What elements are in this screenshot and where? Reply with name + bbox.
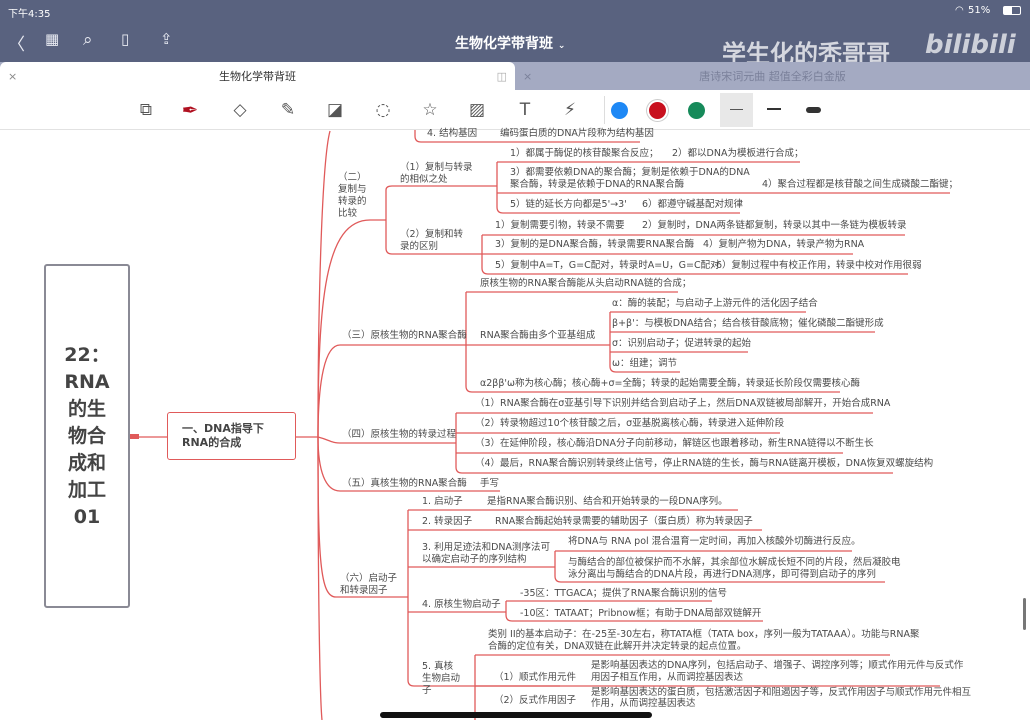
drawing-toolbar: ⧉ ✒ ◇ ✎ ◪ ◌ ☆ ▨ T ⚡ (0, 90, 1030, 130)
color-green[interactable] (688, 102, 705, 119)
polymerase-subunits[interactable]: RNA聚合酶由多个亚基组成 (480, 330, 596, 341)
color-red-selected[interactable] (649, 102, 666, 119)
status-time: 下午4:35 (8, 9, 51, 20)
polymerase-item[interactable]: α2ββ'ω称为核心酶；核心酶+σ=全酶；转录的起始需要全酶，转录延长阶段仅需要… (480, 378, 860, 389)
node-prokaryotic-promoter[interactable]: 4. 原核生物启动子 (422, 599, 501, 610)
sim-item[interactable]: 6）都遵守碱基配对规律 (642, 199, 744, 210)
trans-desc[interactable]: 是影响基因表达的蛋白质，包括激活因子和阻遏因子等，反式作用因子与顺式作用元件相互 (591, 687, 972, 698)
eraser-icon[interactable]: ◇ (233, 100, 247, 120)
footprinting-step[interactable]: 将DNA与 RNA pol 混合温育一定时间，再加入核酸外切酶进行反应。 (568, 536, 861, 547)
process-step[interactable]: （1）RNA聚合酶在σ亚基引导下识别并结合到启动子上，然后DNA双链被局部解开，… (475, 398, 891, 409)
node-promoter-factors[interactable]: （六）启动子和转录因子 (340, 573, 398, 596)
close-tab-icon[interactable]: × (523, 69, 533, 83)
sim-item[interactable]: 3）都需要依赖DNA的聚合酶；复制是依赖于DNA的DNA (510, 167, 750, 178)
battery-level: 51% (968, 5, 991, 16)
diff-item[interactable]: 1）复制需要引物，转录不需要 (495, 220, 625, 231)
promoter-region[interactable]: -35区：TTGACA；提供了RNA聚合酶识别的信号 (520, 588, 727, 599)
shapes-icon[interactable]: ◪ (326, 100, 344, 120)
cis-desc[interactable]: 是影响基因表达的DNA序列，包括启动子、增强子、调控序列等；顺式作用元件与反式作 (591, 660, 964, 671)
cis-desc[interactable]: 用因子相互作用，从而调控基因表达 (591, 672, 744, 683)
diff-item[interactable]: 3）复制的是DNA聚合酶，转录需要RNA聚合酶 (495, 239, 695, 250)
tab-label: 生物化学带背班 (219, 70, 296, 83)
promoter-region[interactable]: -10区：TATAAT；Pribnow框；有助于DNA局部双链解开 (520, 608, 762, 619)
node-trans-factor[interactable]: （2）反式作用因子 (494, 695, 577, 706)
diff-item[interactable]: 2）复制时，DNA两条链都复制，转录以其中一条链为模板转录 (642, 220, 907, 231)
basic-promoter[interactable]: 类别 II的基本启动子：在-25至-30左右，称TATA框（TATA box，序… (488, 629, 920, 640)
grid-icon[interactable]: ▦ (45, 30, 60, 48)
zoom-window-icon[interactable]: ⧉ (139, 100, 153, 120)
node-promoter[interactable]: 1. 启动子 (422, 496, 463, 507)
subunit-item[interactable]: β+β'：与模板DNA结合；结合核苷酸底物；催化磷酸二酯键形成 (612, 318, 884, 329)
node-comparison[interactable]: （二）复制与转录的比较 (338, 172, 367, 219)
bookmark-icon[interactable]: ▯ (121, 30, 130, 48)
vertical-scrollbar[interactable] (1023, 598, 1026, 630)
node-differences[interactable]: （2）复制和转录的区别 (400, 229, 464, 252)
split-view-icon[interactable]: ◫ (496, 69, 507, 83)
node-structural-gene-desc[interactable]: 编码蛋白质的DNA片段称为结构基因 (500, 128, 654, 139)
node-transcription-factor[interactable]: 2. 转录因子 (422, 516, 473, 527)
stroke-medium[interactable] (767, 108, 781, 110)
basic-promoter[interactable]: 合酶的定位有关，DNA双链在此解开并决定转录的起点位置。 (488, 641, 747, 652)
tab-inactive[interactable]: × 唐诗宋词元曲 超值全彩白金版 (515, 62, 1030, 90)
toolbar-divider (604, 96, 605, 124)
footprinting-step[interactable]: 泳分离出与酶结合的DNA片段，再进行DNA测序，即可得到启动子的序列 (568, 569, 876, 580)
tab-bar: × 生物化学带背班 ◫ × 唐诗宋词元曲 超值全彩白金版 (0, 62, 1030, 90)
diff-item[interactable]: 4）复制产物为DNA，转录产物为RNA (703, 239, 865, 250)
subunit-item[interactable]: σ：识别启动子；促进转录的起始 (612, 338, 752, 349)
subunit-item[interactable]: α：酶的装配；与启动子上游元件的活化因子结合 (612, 298, 818, 309)
trans-desc[interactable]: 作用，从而调控基因表达 (591, 698, 696, 709)
tab-active[interactable]: × 生物化学带背班 ◫ (0, 62, 515, 90)
sim-item[interactable]: 4）聚合过程都是核苷酸之间生成磷酸二酯键； (762, 179, 959, 190)
mindmap-canvas[interactable] (0, 131, 1030, 720)
text-icon[interactable]: T (519, 100, 531, 120)
handwritten-note[interactable]: 手写 (480, 478, 500, 489)
process-step[interactable]: （3）在延伸阶段，核心酶沿DNA分子向前移动，解链区也跟着移动，新生RNA链得以… (475, 438, 874, 449)
sim-item[interactable]: 2）都以DNA为模板进行合成； (672, 148, 804, 159)
sticker-icon[interactable]: ☆ (422, 100, 438, 120)
root-node[interactable]: 22：RNA的生物合成和加工01 (44, 264, 130, 608)
node-cis-element[interactable]: （1）顺式作用元件 (494, 672, 577, 683)
sim-item[interactable]: 5）链的延长方向都是5'→3' (510, 199, 627, 210)
back-icon[interactable]: 〈 (8, 35, 25, 55)
tab-label: 唐诗宋词元曲 超值全彩白金版 (699, 70, 846, 83)
process-step[interactable]: （2）转录物超过10个核苷酸之后，σ亚基脱离核心酶，转录进入延伸阶段 (475, 418, 785, 429)
color-blue[interactable] (611, 102, 628, 119)
diff-item[interactable]: 6）复制过程中有校正作用，转录中校对作用很弱 (716, 260, 922, 271)
sim-item[interactable]: 聚合酶，转录是依赖于DNA的RNA聚合酶 (510, 179, 685, 190)
top-bar: 下午4:35 ◠ 51% 〈 ▦ ⌕ ▯ ⇪ 生物化学带背班 ⌄ 学生化的秃哥哥… (0, 0, 1030, 68)
share-icon[interactable]: ⇪ (160, 30, 173, 48)
process-step[interactable]: （4）最后，RNA聚合酶识别转录终止信号，停止RNA链的生长，酶与RNA链离开模… (475, 458, 934, 469)
node-structural-gene[interactable]: 4. 结构基因 (427, 128, 478, 139)
close-tab-icon[interactable]: × (8, 69, 18, 83)
node-eukaryotic-promoter[interactable]: 5. 真核生物启动子 (422, 661, 461, 696)
polymerase-item[interactable]: 原核生物的RNA聚合酶能从头启动RNA链的合成； (480, 278, 692, 289)
node-prokaryotic-rna-polymerase[interactable]: （三）原核生物的RNA聚合酶 (342, 330, 467, 341)
stroke-thick[interactable] (806, 107, 821, 113)
diff-item[interactable]: 5）复制中A=T，G=C配对，转录时A=U，G=C配对 (495, 260, 720, 271)
laser-pointer-icon[interactable]: ⚡ (564, 100, 576, 120)
main-topic-node[interactable]: 一、DNA指导下RNA的合成 (167, 412, 296, 460)
image-icon[interactable]: ▨ (468, 100, 486, 120)
transcription-factor-desc[interactable]: RNA聚合酶起始转录需要的辅助因子（蛋白质）称为转录因子 (495, 516, 753, 527)
horizontal-scrollbar[interactable] (380, 712, 652, 718)
search-icon[interactable]: ⌕ (83, 30, 93, 50)
node-footprinting[interactable]: 3. 利用足迹法和DNA测序法可以确定启动子的序列结构 (422, 542, 551, 565)
pen-icon[interactable]: ✒ (181, 98, 199, 122)
subunit-item[interactable]: ω：组建；调节 (612, 358, 677, 369)
highlighter-icon[interactable]: ✎ (280, 100, 296, 120)
wifi-icon: ◠ (955, 5, 964, 16)
battery-icon (1003, 6, 1021, 15)
stroke-thin-selected[interactable] (720, 93, 753, 127)
promoter-desc[interactable]: 是指RNA聚合酶识别、结合和开始转录的一段DNA序列。 (487, 496, 728, 507)
document-title[interactable]: 生物化学带背班 ⌄ (455, 36, 566, 52)
node-transcription-process[interactable]: （四）原核生物的转录过程 (342, 429, 457, 440)
footprinting-step[interactable]: 与酶结合的部位被保护而不水解，其余部位水解成长短不同的片段，然后凝胶电 (568, 557, 901, 568)
lasso-icon[interactable]: ◌ (375, 100, 391, 120)
sim-item[interactable]: 1）都属于酶促的核苷酸聚合反应； (510, 148, 659, 159)
bilibili-logo: bilibili (925, 30, 1016, 60)
node-eukaryotic-rna-polymerase[interactable]: （五）真核生物的RNA聚合酶 (342, 478, 467, 489)
node-similarities[interactable]: （1）复制与转录的相似之处 (400, 162, 473, 185)
